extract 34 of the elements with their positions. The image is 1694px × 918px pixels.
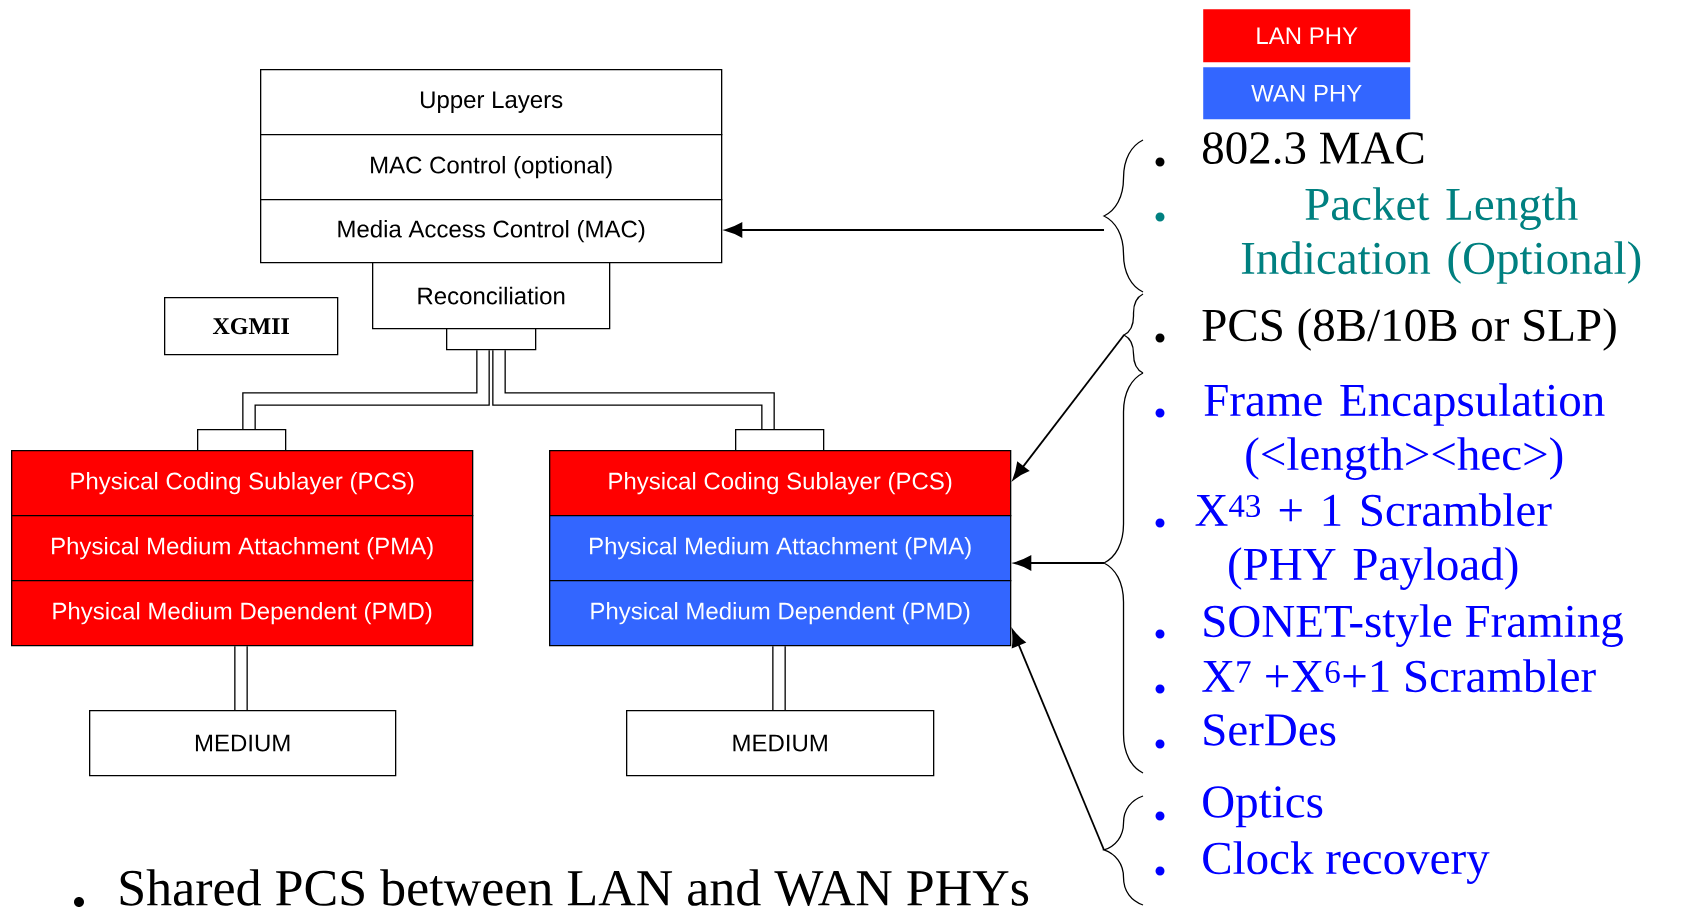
list-item: SerDes — [1204, 714, 1336, 746]
list-item: Packet Length Indication (Optional) — [1241, 187, 1641, 284]
layer-box: MAC Control (optional) — [260, 134, 723, 201]
list-item: Clock recovery — [1203, 841, 1490, 884]
list-item: Optics — [1203, 786, 1323, 828]
bus-connector — [234, 646, 248, 710]
layer-box: Physical Medium Attachment (PMA) — [11, 515, 474, 582]
layer-box: Upper Layers — [260, 69, 723, 136]
layer-box: Physical Coding Sublayer (PCS) — [11, 450, 474, 517]
connector-box — [446, 328, 537, 351]
interface-box: XGMII — [164, 297, 339, 356]
arrow — [724, 222, 1105, 238]
bus-connector — [772, 646, 786, 710]
list-item: Frame Encapsulation (<length><hec>) — [1204, 383, 1605, 480]
layer-box: Physical Coding Sublayer (PCS) — [549, 450, 1012, 517]
arrow — [1013, 555, 1105, 571]
layer-box: Physical Medium Dependent (PMD) — [11, 580, 474, 647]
medium-box: MEDIUM — [626, 710, 935, 777]
layer-box: Physical Medium Dependent (PMD) — [549, 580, 1012, 647]
list-item: 802.3 MAC — [1203, 132, 1424, 165]
list-item: SONET-style Framing — [1204, 604, 1623, 647]
list-item: PCS (8B/10B or SLP) — [1202, 308, 1616, 351]
bullet-text: Shared PCS between LAN and WAN PHYs — [120, 869, 1029, 907]
arrow — [1012, 334, 1125, 481]
medium-box: MEDIUM — [89, 710, 397, 777]
layer-box: Media Access Control (MAC) — [260, 199, 723, 264]
layer-box: Physical Medium Attachment (PMA) — [549, 515, 1012, 582]
arrow — [1011, 629, 1105, 851]
bus-connector — [492, 350, 775, 429]
connector-box — [735, 429, 825, 452]
connector-box — [197, 429, 287, 452]
list-item: X$^{43}$ + 1 Scrambler (PHY Payload) — [1195, 493, 1552, 590]
bus-connector — [242, 350, 490, 429]
list-item: X$^{7}$ +X$^{6}$+1 Scrambler — [1202, 659, 1596, 693]
